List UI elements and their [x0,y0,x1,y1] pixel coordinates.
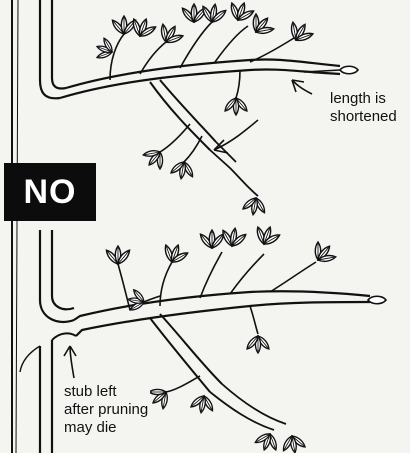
label-line: shortened [330,108,397,126]
label-stub-left: stub left after pruning may die [62,383,150,437]
label-line: after pruning [64,401,148,419]
label-line: stub left [64,383,148,401]
label-length-shortened: length is shortened [328,90,399,126]
top-branch [60,0,358,217]
no-badge: NO [4,163,96,221]
label-line: length is [330,90,397,108]
label-line: may die [64,419,148,437]
